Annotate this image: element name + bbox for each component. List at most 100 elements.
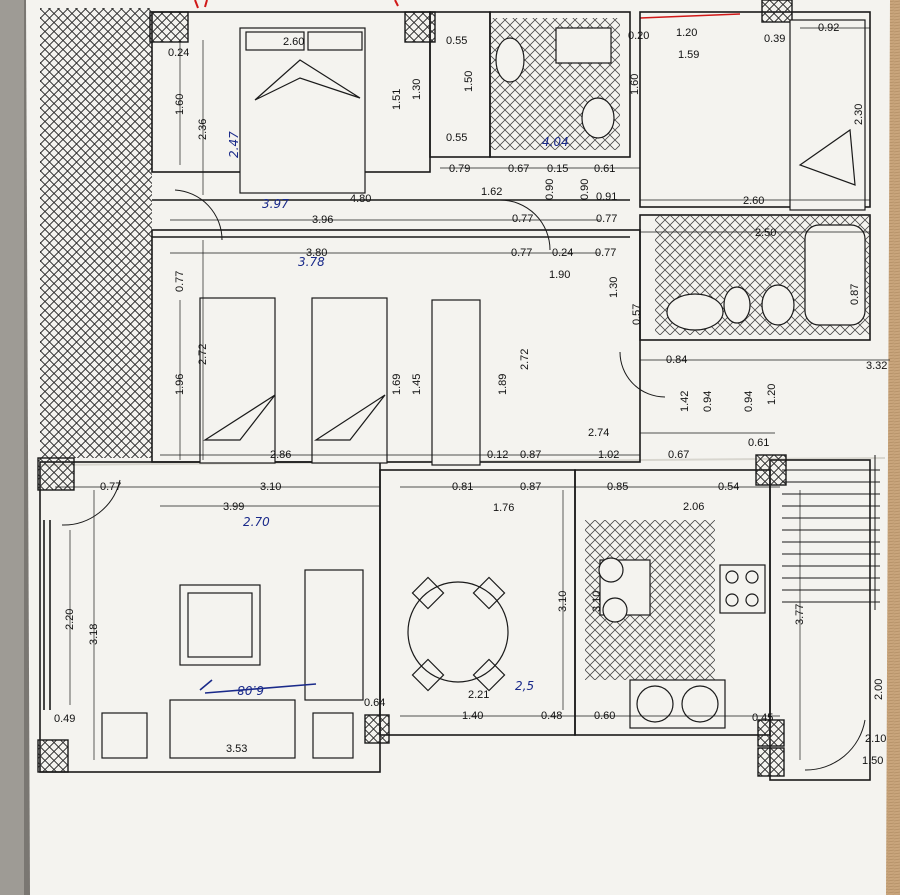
dimension-label: 1.20 <box>676 27 697 39</box>
dimension-label: 0.12 <box>487 449 508 461</box>
dimension-label: 0.85 <box>607 481 628 493</box>
dimension-label: 1.90 <box>549 269 570 281</box>
handwritten-note: 4.04 <box>542 135 569 149</box>
dimension-label: 0.15 <box>547 163 568 175</box>
handwritten-note: 3.97 <box>262 197 289 211</box>
dimension-label: 0.61 <box>594 163 615 175</box>
dimension-label: 1.96 <box>174 374 186 395</box>
burner <box>725 593 739 607</box>
dining-table <box>407 581 509 683</box>
dimension-label: 0.49 <box>54 713 75 725</box>
dimension-label: 0.54 <box>718 481 739 493</box>
stool <box>602 597 628 623</box>
bed-fold-2 <box>313 394 386 441</box>
burner <box>745 570 759 584</box>
dimension-label: 1.60 <box>629 74 641 95</box>
dimension-label: 0.20 <box>628 30 649 42</box>
dimension-label: 1.20 <box>766 384 778 405</box>
dimension-label: 0.77 <box>595 247 616 259</box>
single-bed-2 <box>311 297 388 464</box>
dimension-label: 3.18 <box>88 624 100 645</box>
columns <box>37 0 793 777</box>
dimension-label: 0.77 <box>596 213 617 225</box>
dimension-label: 0.91 <box>596 191 617 203</box>
coffee-table-inner <box>187 592 253 658</box>
dimension-label: 0.64 <box>364 697 385 709</box>
sink-basin <box>681 685 719 723</box>
handwritten-note: 2,5 <box>515 679 534 693</box>
sink-2 <box>666 293 724 331</box>
dimension-label: 1.50 <box>862 755 883 767</box>
dimension-label: 2.00 <box>873 679 885 700</box>
double-bed <box>239 27 366 194</box>
stairs <box>782 455 880 610</box>
dimension-label: 1.30 <box>411 79 423 100</box>
dimension-label: 3.10 <box>591 591 603 612</box>
dimension-label: 0.90 <box>579 179 591 200</box>
pillow <box>307 31 363 51</box>
stool <box>598 557 624 583</box>
dimension-label: 2.06 <box>683 501 704 513</box>
door-swings <box>61 189 866 771</box>
dimension-label: 3.96 <box>312 214 333 226</box>
sofa <box>169 699 296 759</box>
dimension-label: 0.92 <box>818 22 839 34</box>
dimension-label: 0.79 <box>449 163 470 175</box>
dimension-label: 0.90 <box>544 179 556 200</box>
dimension-label: 3.32 <box>866 360 887 372</box>
dimension-label: 1.59 <box>678 49 699 61</box>
shower-1 <box>555 27 612 64</box>
dimension-label: 1.89 <box>497 374 509 395</box>
dimension-label: 0.24 <box>168 47 189 59</box>
dimension-label: 2.72 <box>197 344 209 365</box>
toilet-1 <box>495 37 525 83</box>
dimension-label: 1.42 <box>679 391 691 412</box>
dimension-label: 2.10 <box>865 733 886 745</box>
dimension-label: 0.84 <box>666 354 687 366</box>
dimension-label: 2.50 <box>755 227 776 239</box>
dimension-label: 2.72 <box>519 349 531 370</box>
bathtub <box>804 224 866 326</box>
dimension-label: 2.30 <box>853 104 865 125</box>
pillow <box>245 31 305 51</box>
dimension-label: 3.10 <box>557 591 569 612</box>
paper-underlay <box>0 0 24 895</box>
burner <box>745 593 759 607</box>
dimension-label: 3.80 <box>306 247 327 259</box>
dimension-label: 0.87 <box>520 449 541 461</box>
dimension-label: 1.45 <box>411 374 423 395</box>
dimension-label: 2.20 <box>64 609 76 630</box>
dimension-label: 1.40 <box>462 710 483 722</box>
handwritten-note: 2.70 <box>243 515 270 529</box>
dimension-label: 1.76 <box>493 502 514 514</box>
dimension-label: 2.74 <box>588 427 609 439</box>
handwritten-note: 3.78 <box>298 255 325 269</box>
dimension-label: 0.94 <box>702 391 714 412</box>
dimension-label: 0.48 <box>541 710 562 722</box>
dimension-label: 3.99 <box>223 501 244 513</box>
toilet-2 <box>761 284 795 326</box>
dimension-label: 4.80 <box>350 193 371 205</box>
dimension-label: 1.62 <box>481 186 502 198</box>
bed-fold-1 <box>202 394 276 441</box>
dimension-label: 1.30 <box>608 277 620 298</box>
terrace-hatch <box>40 8 152 458</box>
dimension-label: 2.21 <box>468 689 489 701</box>
dimension-label: 2.36 <box>197 119 209 140</box>
dimension-label: 0.61 <box>748 437 769 449</box>
armchair <box>101 712 148 759</box>
dimension-label: 0.87 <box>849 284 861 305</box>
bed-sheet-fold <box>254 59 361 101</box>
dimension-label: 1.60 <box>174 94 186 115</box>
dimension-label: 0.60 <box>594 710 615 722</box>
sink-basin <box>636 685 674 723</box>
sofa-side <box>304 569 364 701</box>
dimension-label: 0.94 <box>743 391 755 412</box>
sink-1 <box>581 97 615 139</box>
dimension-label: 0.57 <box>631 304 643 325</box>
dimension-label: 0.77 <box>100 481 121 493</box>
dimension-label: 0.77 <box>511 247 532 259</box>
burner <box>725 570 739 584</box>
handwritten-arrow <box>199 679 317 694</box>
wardrobe <box>431 299 481 466</box>
